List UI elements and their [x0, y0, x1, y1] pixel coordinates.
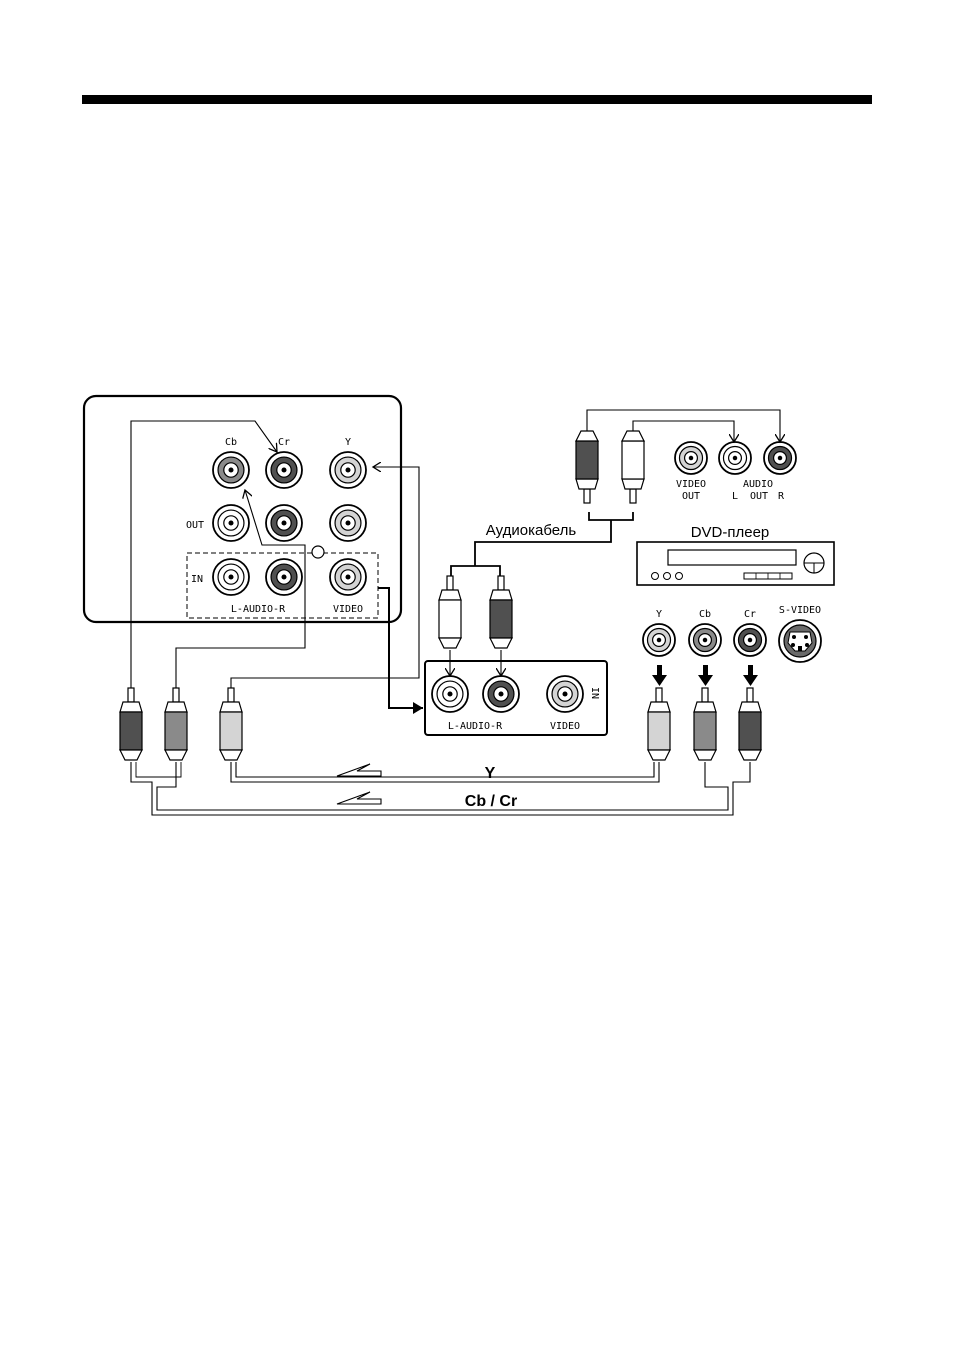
tv-ground-mark [312, 546, 324, 558]
svideo-pin-4 [805, 643, 809, 647]
dvd-audio-out-label: OUT [750, 491, 768, 502]
tv-jack-cb [213, 452, 249, 488]
svideo-key [798, 646, 802, 651]
plug-dvd-cr [739, 688, 761, 760]
amp-in-label: IN [589, 687, 600, 699]
amp-jack-audio-l [432, 676, 468, 712]
tv-header-cb: Cb [225, 437, 237, 448]
tv-jack-out-l [213, 505, 249, 541]
tv-video-label: VIDEO [333, 604, 363, 615]
amp-jack-video [547, 676, 583, 712]
tv-audio-label: L-AUDIO-R [231, 604, 286, 615]
dvd-video-out-label-1: VIDEO [676, 479, 706, 490]
dvd-audio-label: AUDIO [743, 479, 773, 490]
wire-cbcr-cable-a [131, 762, 750, 815]
plug-amp-audio-r [490, 576, 512, 648]
direction-arrows [337, 764, 381, 804]
cbcr-direction-arrow-icon [337, 792, 381, 804]
cable-y-label: Y [485, 765, 496, 782]
dvd-button-3 [676, 573, 683, 580]
dvd-jack-video-out [675, 442, 707, 474]
tv-header-cr: Cr [278, 437, 290, 448]
plug-tv-cr [120, 688, 142, 760]
component-down-arrows [652, 665, 758, 686]
cable-cbcr-label: Cb / Cr [465, 793, 517, 810]
dvd-disc-tray [668, 550, 796, 565]
dvd-jack-audio-r [764, 442, 796, 474]
down-arrow-cb-icon [698, 665, 713, 686]
dvd-comp-cr-label: Cr [744, 609, 756, 620]
down-arrow-y-icon [652, 665, 667, 686]
amp-audio-label: L-AUDIO-R [448, 721, 503, 732]
dvd-jack-comp-cr [734, 624, 766, 656]
wire-dvd-audio-top [587, 410, 780, 442]
svideo-pin-2 [804, 635, 808, 639]
amp-video-label: VIDEO [550, 721, 580, 732]
tv-row-in-label: IN [191, 574, 203, 585]
audio-cable-label: Аудиокабель [486, 522, 577, 539]
wire-y-cable-b [236, 762, 654, 777]
tv-jack-out-r [266, 505, 302, 541]
tv-jack-y [330, 452, 366, 488]
tv-row-out-label: OUT [186, 520, 204, 531]
dvd-svideo-label: S-VIDEO [779, 605, 821, 616]
wire-cbcr-cable-b [157, 762, 728, 810]
header-rule [82, 95, 872, 104]
dvd-rear-outputs: VIDEO OUT AUDIO L OUT R [675, 442, 796, 502]
svideo-pin-1 [792, 635, 796, 639]
dvd-jack-comp-y [643, 624, 675, 656]
tv-jack-out-video [330, 505, 366, 541]
tv-jack-cr [266, 452, 302, 488]
tv-jack-in-r [266, 559, 302, 595]
wire-cbcr-cable-c [136, 762, 181, 777]
dvd-component-outputs: Y Cb Cr S-VIDEO [643, 605, 821, 662]
dvd-button-1 [652, 573, 659, 580]
dvd-jack-audio-l [719, 442, 751, 474]
plug-dvd-y [648, 688, 670, 760]
dvd-comp-y-label: Y [656, 609, 662, 620]
dvd-comp-cb-label: Cb [699, 609, 711, 620]
plug-dvd-cb [694, 688, 716, 760]
dvd-button-2 [664, 573, 671, 580]
svideo-pin-3 [791, 643, 795, 647]
wire-dvd-audio-top-2 [633, 421, 734, 442]
plug-tv-y [220, 688, 242, 760]
plug-tv-cb [165, 688, 187, 760]
amplifier-panel: L-AUDIO-R VIDEO IN [425, 661, 607, 735]
plug-dvd-audio-r [576, 431, 598, 503]
tv-header-y: Y [345, 437, 351, 448]
dvd-jack-comp-cb [689, 624, 721, 656]
y-direction-arrow-icon [337, 764, 381, 776]
tv-jack-in-l [213, 559, 249, 595]
wire-y-cable-a [231, 762, 659, 782]
dvd-audio-l-label: L [732, 491, 738, 502]
dvd-video-out-label-2: OUT [682, 491, 700, 502]
plug-amp-audio-l [439, 576, 461, 648]
dvd-title: DVD-плеер [691, 524, 770, 541]
dvd-audio-r-label: R [778, 491, 785, 502]
down-arrow-cr-icon [743, 665, 758, 686]
plug-dvd-audio-l [622, 431, 644, 503]
tv-jack-in-video [330, 559, 366, 595]
dvd-player: DVD-плеер [637, 524, 834, 585]
amp-jack-audio-r [483, 676, 519, 712]
